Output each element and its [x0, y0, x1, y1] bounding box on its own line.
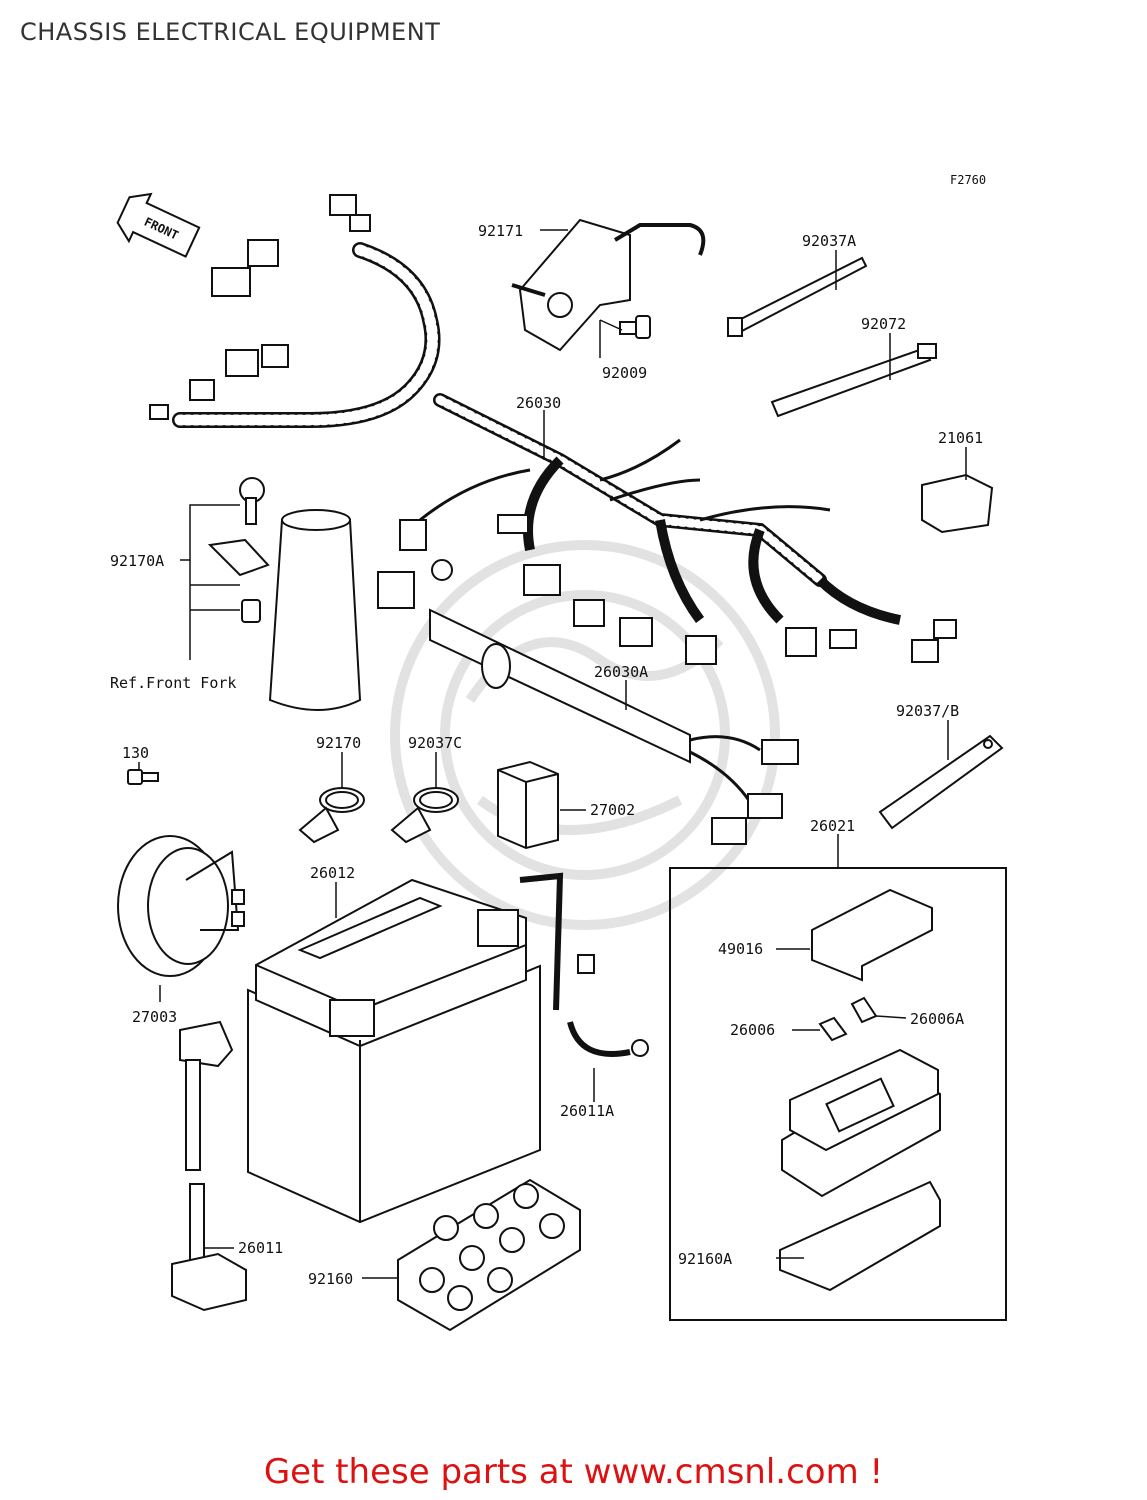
bolt-92009	[619, 315, 651, 339]
part-label-26006: 26006	[730, 1021, 775, 1039]
part-label-92009: 92009	[602, 364, 647, 382]
bracket-92171	[511, 218, 706, 352]
bolt-130	[127, 769, 159, 785]
part-label-26021: 26021	[810, 817, 855, 835]
part-label-26030: 26030	[516, 394, 561, 412]
part-label-26006A: 26006A	[910, 1010, 964, 1028]
sub-harness-26030A	[377, 571, 799, 845]
lead-26011A	[519, 872, 649, 1057]
page-title: CHASSIS ELECTRICAL EQUIPMENT	[20, 18, 441, 46]
lead-26011	[171, 1020, 247, 1312]
tray-92160	[397, 1178, 581, 1332]
part-label-92170: 92170	[316, 734, 361, 752]
cap-21061	[921, 473, 994, 534]
part-label-21061: 21061	[938, 429, 983, 447]
fuse-26006A	[850, 996, 878, 1024]
band-92037B	[878, 734, 1004, 830]
front-arrow-icon: FRONT	[116, 192, 201, 258]
band-92072	[770, 343, 937, 418]
reference-note: Ref.Front Fork	[110, 674, 236, 692]
part-label-27002: 27002	[590, 801, 635, 819]
band-92037C	[390, 787, 459, 844]
horn-27003	[117, 835, 245, 977]
part-label-92171: 92171	[478, 222, 523, 240]
part-label-92160: 92160	[308, 1270, 353, 1288]
figure-code: F2760	[950, 173, 986, 187]
case-92160A	[779, 1180, 941, 1292]
part-label-92170A: 92170A	[110, 552, 164, 570]
part-label-26011: 26011	[238, 1239, 283, 1257]
harness-connectors	[149, 194, 957, 665]
battery-26012	[247, 878, 541, 1224]
main-harness-26030	[172, 242, 901, 625]
part-label-92037B: 92037/B	[896, 702, 959, 720]
band-92037A	[727, 256, 868, 337]
watermark-logo	[390, 540, 780, 930]
part-label-130: 130	[122, 744, 149, 762]
part-label-92072: 92072	[861, 315, 906, 333]
clamp-92170	[298, 787, 365, 844]
part-label-92160A: 92160A	[678, 1250, 732, 1268]
part-label-26011A: 26011A	[560, 1102, 614, 1120]
part-label-49016: 49016	[718, 940, 763, 958]
footer-promo-link[interactable]: Get these parts at www.cmsnl.com !	[263, 1452, 884, 1492]
cover-49016	[811, 888, 933, 982]
relay-27002	[497, 760, 559, 850]
clamp-92170A	[207, 477, 270, 623]
part-label-92037A: 92037A	[802, 232, 856, 250]
leader-lines	[138, 229, 967, 1279]
part-label-92037C: 92037C	[408, 734, 462, 752]
part-label-26012: 26012	[310, 864, 355, 882]
part-label-26030A: 26030A	[594, 663, 648, 681]
boot-cover	[268, 509, 362, 711]
fuse-26006	[818, 1016, 848, 1042]
fuse-box	[781, 1048, 941, 1198]
parts-diagram: F2760 FRONT	[110, 173, 1007, 1332]
part-label-27003: 27003	[132, 1008, 177, 1026]
